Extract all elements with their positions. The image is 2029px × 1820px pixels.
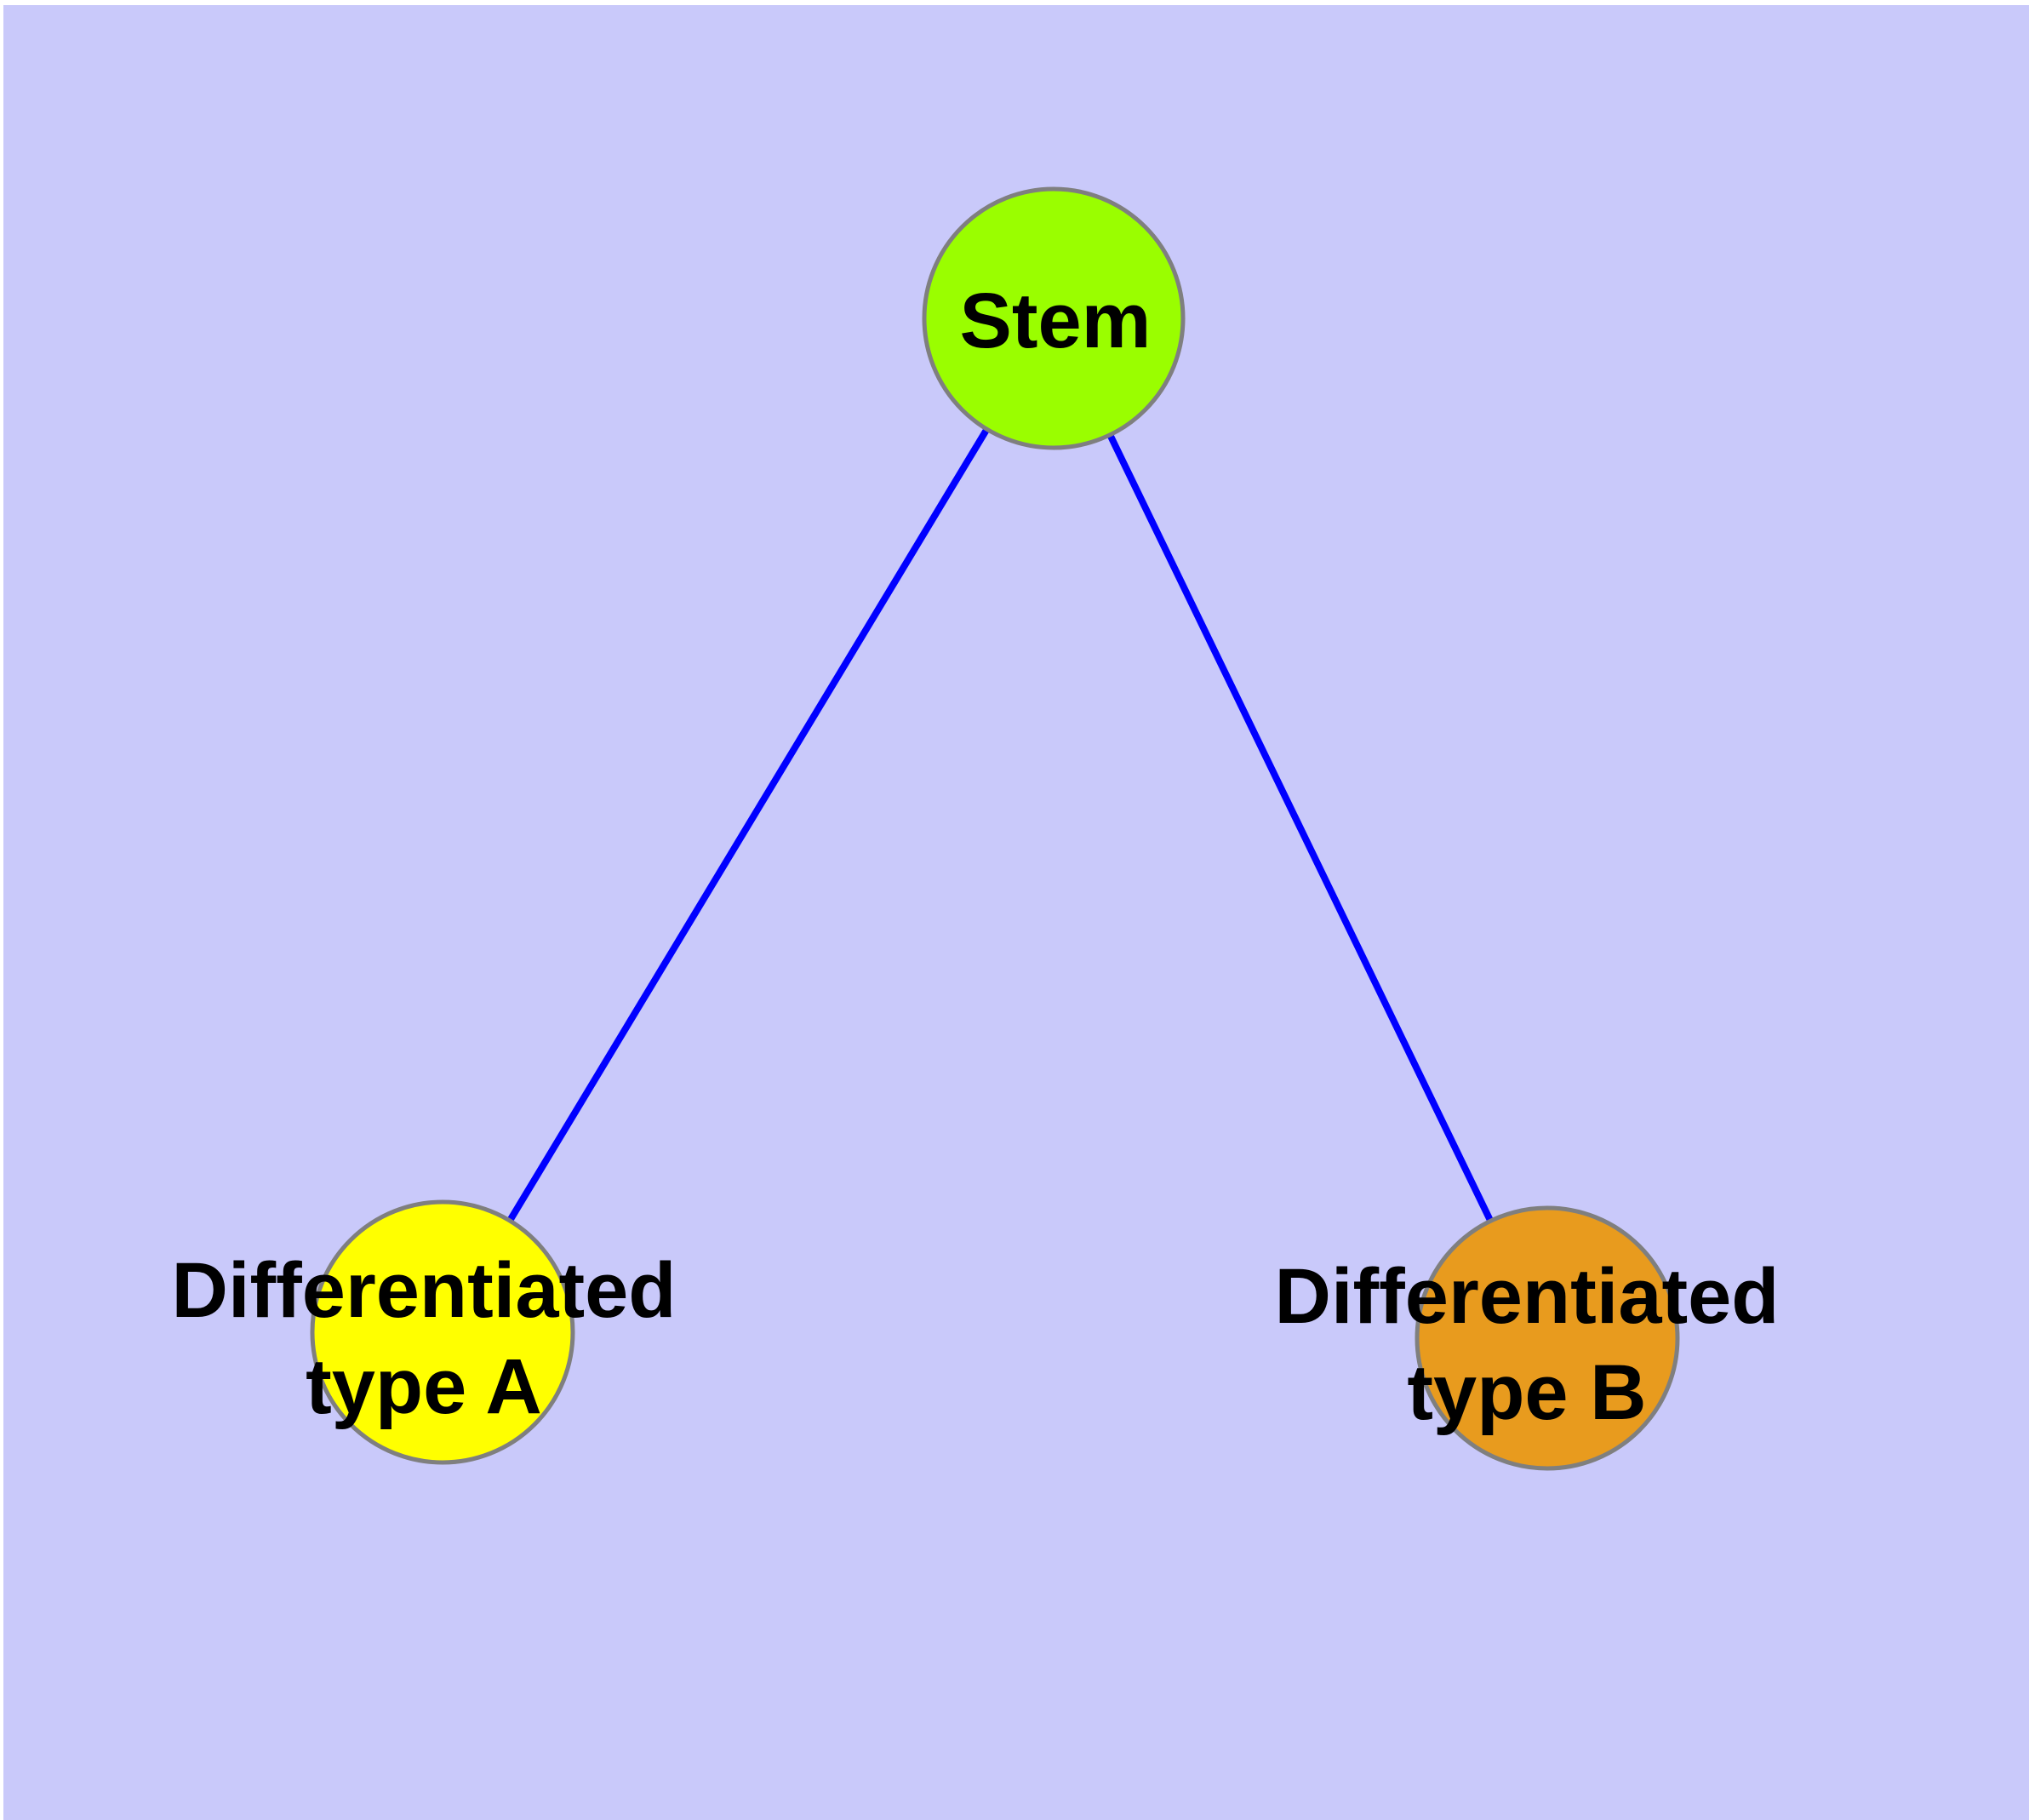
node-stem-label: Stem [960, 278, 1152, 364]
node-type-a-label-line2: type A [306, 1343, 542, 1430]
node-differentiated-type-a [310, 1199, 575, 1465]
node-differentiated-type-b [1415, 1205, 1680, 1471]
edge-stem-to-type-a [439, 316, 1057, 1335]
node-type-a-label-line1: Differentiated [172, 1247, 677, 1334]
node-type-b-label-line2: type B [1407, 1349, 1646, 1436]
node-stem [922, 186, 1186, 450]
node-type-b-label-line1: Differentiated [1275, 1253, 1780, 1340]
edge-stem-to-type-b [1050, 317, 1551, 1340]
